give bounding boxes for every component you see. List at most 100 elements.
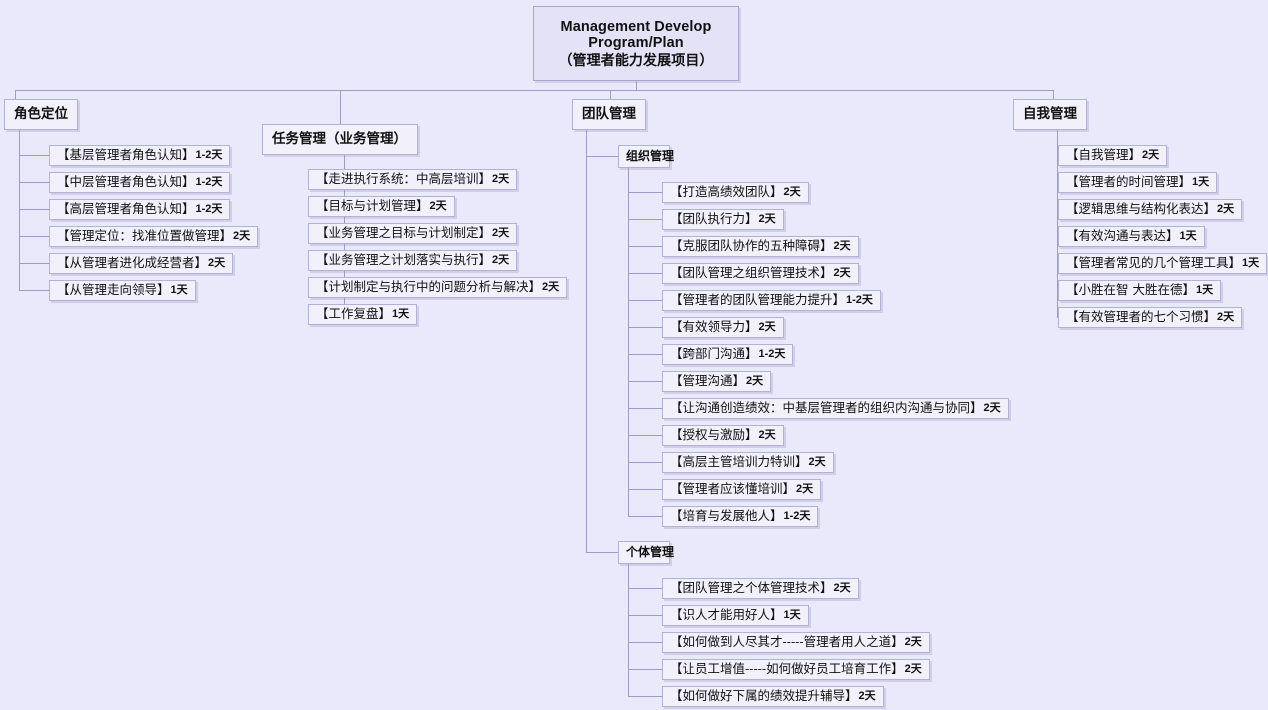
role-item-0[interactable]: 【基层管理者角色认知】1-2天 — [49, 145, 231, 166]
connector-line — [628, 489, 662, 490]
team-group-1-item-4[interactable]: 【如何做好下属的绩效提升辅导】2天 — [662, 686, 884, 707]
team-group-1[interactable]: 个体管理 — [618, 541, 674, 564]
connector-line — [19, 236, 49, 237]
task-item-5[interactable]: 【工作复盘】1天 — [308, 304, 418, 325]
self-item-1[interactable]: 【管理者的时间管理】1天 — [1058, 172, 1218, 193]
node-label: 【小胜在智 大胜在德】 — [1066, 281, 1195, 297]
self-item-3[interactable]: 【有效沟通与表达】1天 — [1058, 226, 1205, 247]
role-item-1[interactable]: 【中层管理者角色认知】1-2天 — [49, 172, 231, 193]
connector-line — [340, 90, 341, 124]
node-days: 2天 — [1142, 148, 1160, 161]
team-group-0-item-12[interactable]: 【培育与发展他人】1-2天 — [662, 506, 819, 527]
node-days: 2天 — [904, 635, 922, 648]
connector-line — [1057, 182, 1058, 183]
team-group-0-item-7[interactable]: 【管理沟通】2天 — [662, 371, 772, 392]
node-label: 【克服团队协作的五种障碍】 — [670, 237, 833, 253]
team-group-0-item-2[interactable]: 【克服团队协作的五种障碍】2天 — [662, 236, 859, 257]
team-group-1-item-2[interactable]: 【如何做到人尽其才-----管理者用人之道】2天 — [662, 632, 930, 653]
task-branch[interactable]: 任务管理（业务管理） — [262, 124, 418, 155]
connector-line — [19, 130, 20, 290]
node-label: 【走进执行系统：中高层培训】 — [316, 170, 492, 186]
self-item-5[interactable]: 【小胜在智 大胜在德】1天 — [1058, 280, 1222, 301]
task-item-2[interactable]: 【业务管理之目标与计划制定】2天 — [308, 223, 518, 244]
node-label: 【业务管理之目标与计划制定】 — [316, 224, 492, 240]
root-title-line2: Program/Plan — [588, 35, 684, 52]
self-item-4[interactable]: 【管理者常见的几个管理工具】1天 — [1058, 253, 1268, 274]
self-item-6[interactable]: 【有效管理者的七个习惯】2天 — [1058, 307, 1243, 328]
connector-line — [19, 155, 49, 156]
role-item-4[interactable]: 【从管理者进化成经营者】2天 — [49, 253, 234, 274]
node-days: 2天 — [758, 212, 776, 225]
node-days: 1-2天 — [195, 202, 223, 215]
connector-line — [628, 642, 662, 643]
connector-line — [15, 90, 1053, 91]
node-days: 1天 — [1192, 175, 1210, 188]
connector-line — [15, 90, 16, 99]
connector-line — [628, 246, 662, 247]
node-days: 1天 — [783, 608, 801, 621]
connector-line — [628, 435, 662, 436]
node-days: 2天 — [542, 280, 560, 293]
root-node[interactable]: Management Develop Program/Plan （管理者能力发展… — [533, 6, 739, 81]
team-group-1-item-3[interactable]: 【让员工增值-----如何做好员工培育工作】2天 — [662, 659, 930, 680]
role-item-3[interactable]: 【管理定位：找准位置做管理】2天 — [49, 226, 259, 247]
team-group-0-item-5[interactable]: 【有效领导力】2天 — [662, 317, 784, 338]
connector-line — [1057, 209, 1058, 210]
team-group-0[interactable]: 组织管理 — [618, 145, 674, 168]
team-group-0-item-3[interactable]: 【团队管理之组织管理技术】2天 — [662, 263, 859, 284]
node-days: 2天 — [808, 455, 826, 468]
node-label: 【让沟通创造绩效：中基层管理者的组织内沟通与协同】 — [670, 399, 983, 415]
node-label: 【高层主管培训力特训】 — [670, 453, 808, 469]
node-label: 【识人才能用好人】 — [670, 606, 783, 622]
connector-line — [628, 300, 662, 301]
node-label: 【打造高绩效团队】 — [670, 183, 783, 199]
node-days: 1-2天 — [846, 293, 873, 306]
node-days: 1-2天 — [195, 175, 223, 188]
task-item-3[interactable]: 【业务管理之计划落实与执行】2天 — [308, 250, 518, 271]
team-group-1-item-0[interactable]: 【团队管理之个体管理技术】2天 — [662, 578, 859, 599]
connector-line — [586, 130, 587, 552]
role-item-2[interactable]: 【高层管理者角色认知】1-2天 — [49, 199, 231, 220]
team-group-0-item-9[interactable]: 【授权与激励】2天 — [662, 425, 784, 446]
node-days: 1-2天 — [758, 347, 786, 360]
node-label: 【如何做到人尽其才-----管理者用人之道】 — [670, 633, 904, 649]
connector-line — [628, 588, 662, 589]
node-label: 角色定位 — [14, 106, 68, 122]
node-days: 2天 — [833, 581, 851, 594]
node-label: 【跨部门沟通】 — [670, 345, 758, 361]
team-group-0-item-11[interactable]: 【管理者应该懂培训】2天 — [662, 479, 822, 500]
node-days: 2天 — [758, 428, 776, 441]
self-branch[interactable]: 自我管理 — [1013, 99, 1087, 130]
self-item-0[interactable]: 【自我管理】2天 — [1058, 145, 1168, 166]
node-label: 【管理沟通】 — [670, 372, 746, 388]
team-group-0-item-0[interactable]: 【打造高绩效团队】2天 — [662, 182, 809, 203]
task-item-1[interactable]: 【目标与计划管理】2天 — [308, 196, 455, 217]
node-label: 【如何做好下属的绩效提升辅导】 — [670, 687, 858, 703]
team-group-0-item-6[interactable]: 【跨部门沟通】1-2天 — [662, 344, 794, 365]
team-group-0-item-1[interactable]: 【团队执行力】2天 — [662, 209, 784, 230]
team-branch[interactable]: 团队管理 — [572, 99, 646, 130]
node-label: 【高层管理者角色认知】 — [57, 200, 195, 216]
node-label: 组织管理 — [626, 148, 675, 163]
task-item-4[interactable]: 【计划制定与执行中的问题分析与解决】2天 — [308, 277, 568, 298]
connector-line — [628, 354, 662, 355]
role-branch[interactable]: 角色定位 — [4, 99, 78, 130]
node-label: 【培育与发展他人】 — [670, 507, 783, 523]
team-group-1-item-1[interactable]: 【识人才能用好人】1天 — [662, 605, 809, 626]
node-label: 【让员工增值-----如何做好员工培育工作】 — [670, 660, 904, 676]
node-days: 2天 — [833, 239, 851, 252]
connector-line — [628, 219, 662, 220]
team-group-0-item-8[interactable]: 【让沟通创造绩效：中基层管理者的组织内沟通与协同】2天 — [662, 398, 1009, 419]
team-group-0-item-10[interactable]: 【高层主管培训力特训】2天 — [662, 452, 834, 473]
team-group-0-item-4[interactable]: 【管理者的团队管理能力提升】1-2天 — [662, 290, 881, 311]
node-days: 1天 — [1195, 283, 1214, 296]
node-label: 【计划制定与执行中的问题分析与解决】 — [316, 278, 542, 294]
self-item-2[interactable]: 【逻辑思维与结构化表达】2天 — [1058, 199, 1243, 220]
role-item-5[interactable]: 【从管理走向领导】1天 — [49, 280, 196, 301]
node-days: 1-2天 — [195, 148, 223, 161]
connector-line — [1057, 130, 1058, 317]
connector-line — [628, 327, 662, 328]
task-item-0[interactable]: 【走进执行系统：中高层培训】2天 — [308, 169, 518, 190]
node-label: 【目标与计划管理】 — [316, 197, 429, 213]
